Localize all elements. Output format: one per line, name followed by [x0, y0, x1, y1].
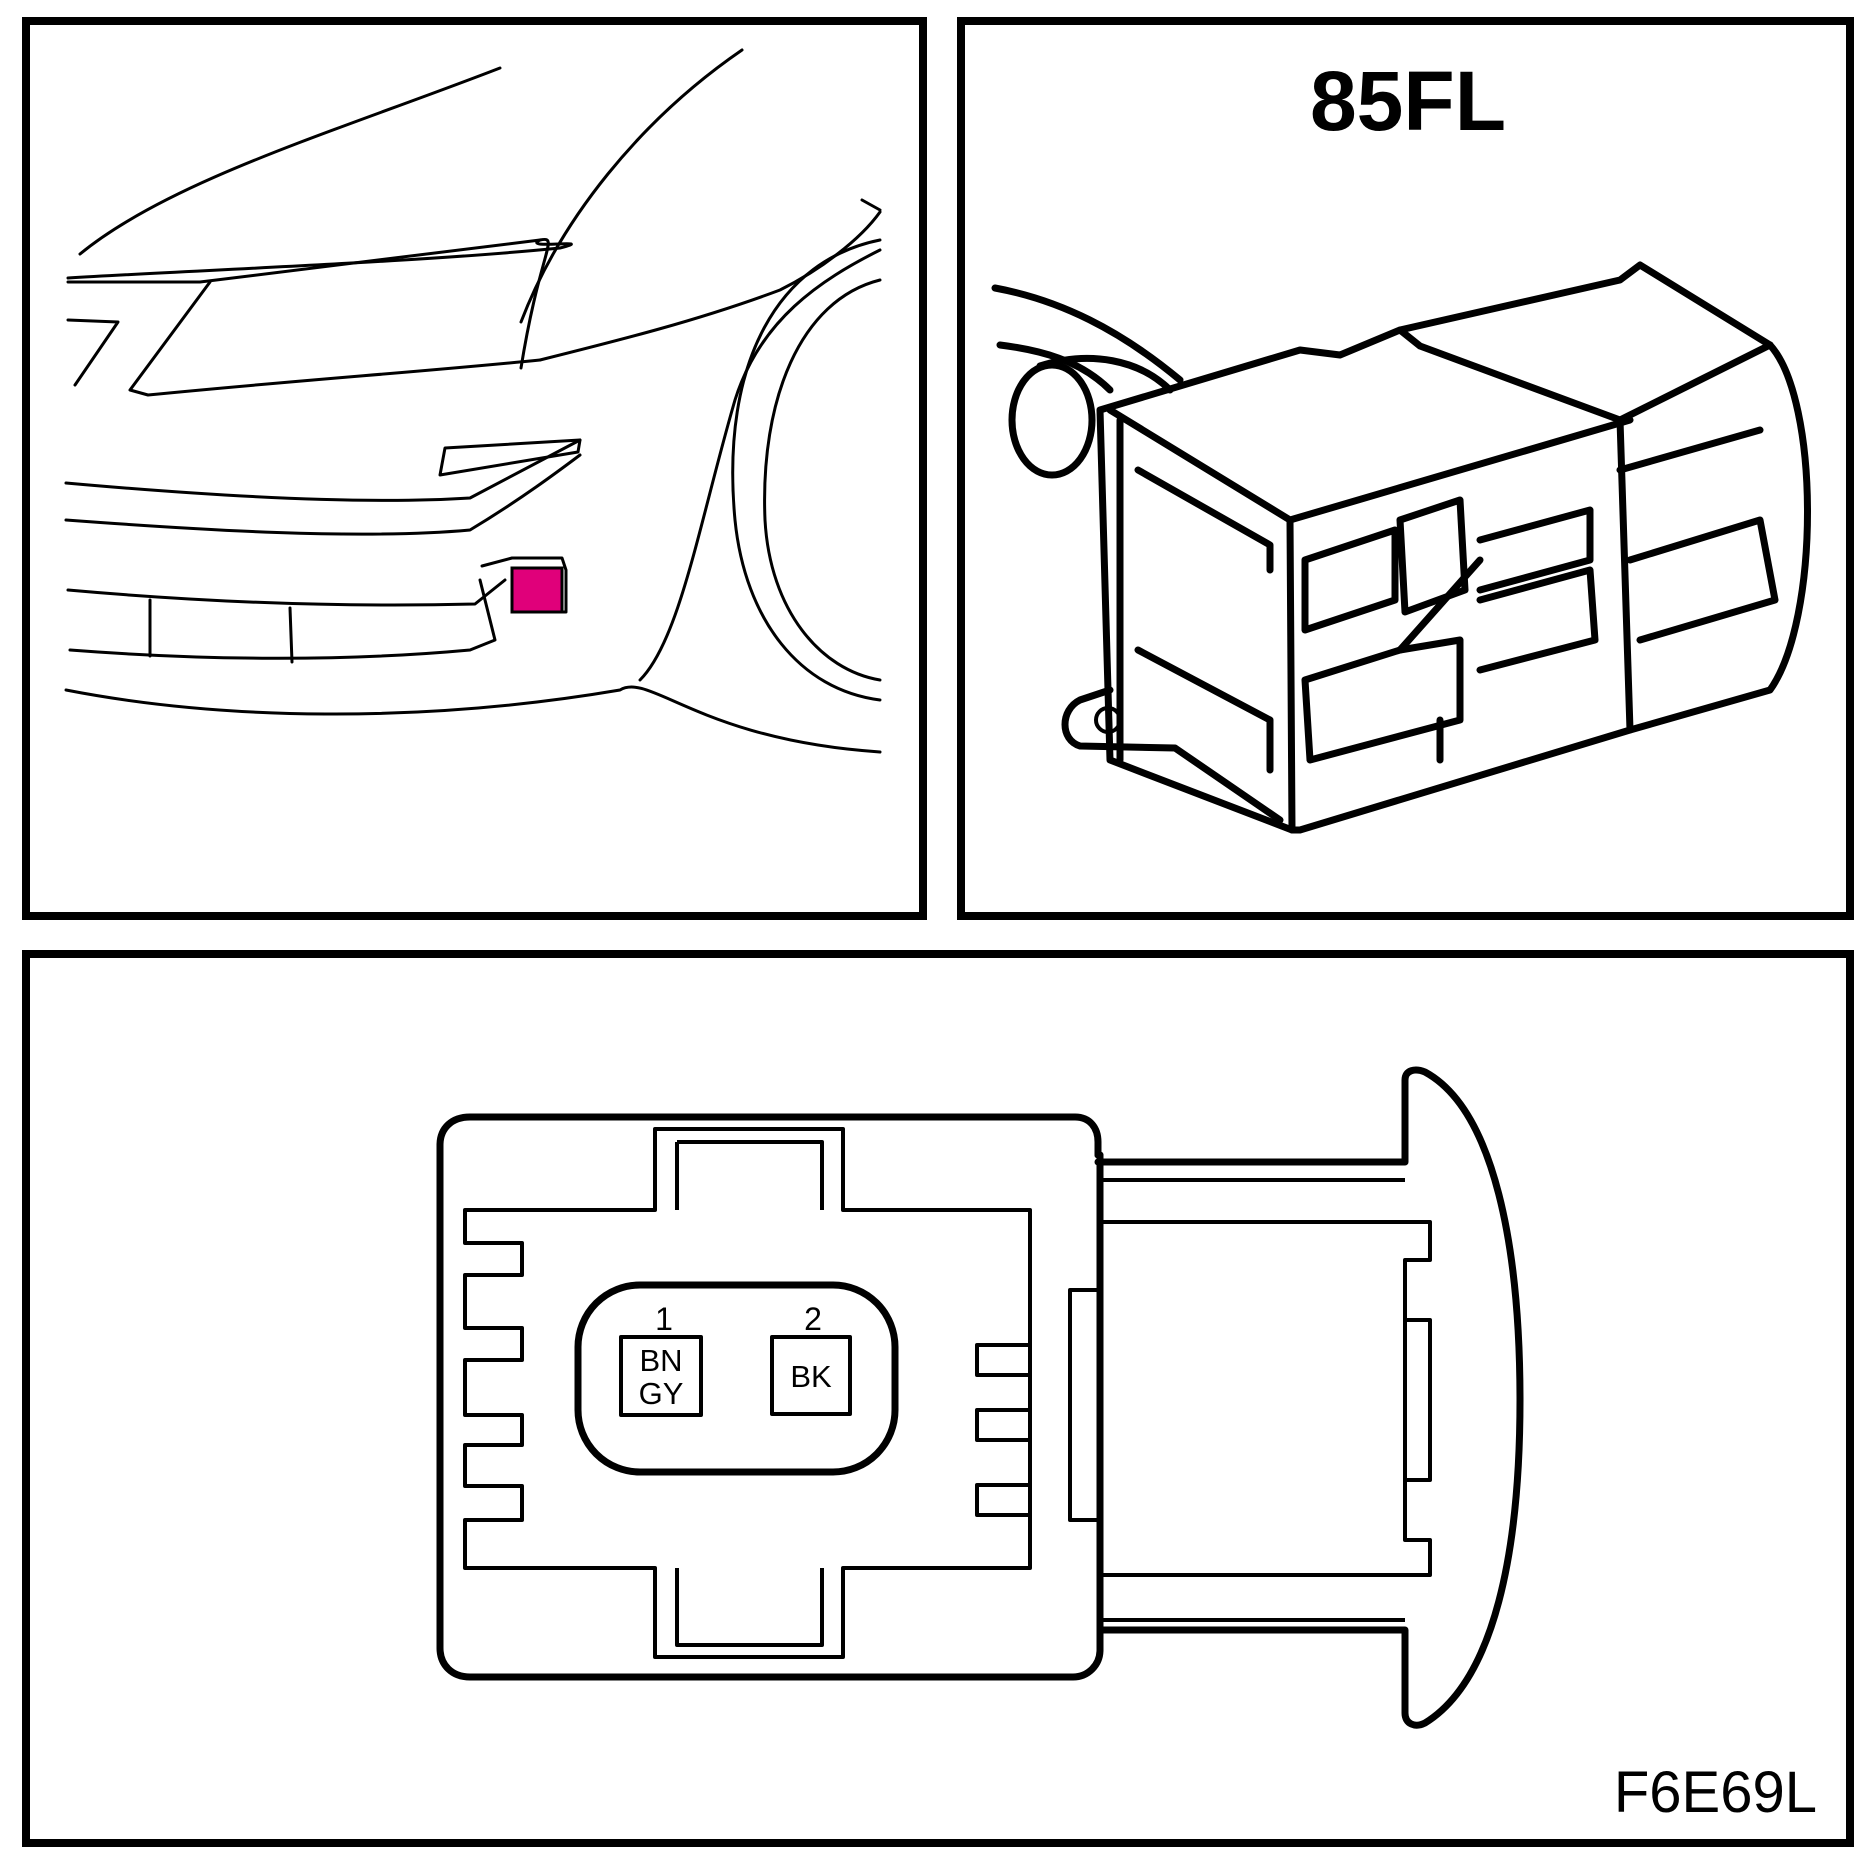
- figure-code-label: F6E69L: [1614, 1760, 1817, 1825]
- car-front-illustration: [64, 48, 882, 754]
- pin-2-terminal: [770, 1335, 852, 1416]
- pin-2: 2 BK: [770, 1301, 852, 1416]
- pin-1-terminal: [619, 1335, 703, 1417]
- pin-number-2: 2: [804, 1301, 822, 1337]
- connector-3d-drawing: [991, 261, 1811, 834]
- connector-location-highlight: [510, 566, 564, 614]
- pin-1: 1 BN GY: [619, 1301, 703, 1417]
- vehicle-panel-border: [22, 17, 927, 920]
- pinout-panel-border: [22, 950, 1854, 1847]
- pin-1-wire-color-2: GY: [639, 1376, 684, 1411]
- connector-face-panel: 1 BN GY 2 BK F6E69L: [22, 950, 1854, 1847]
- pin-1-wire-color-1: BN: [639, 1343, 682, 1378]
- connector-face-drawing: [436, 1066, 1524, 1729]
- connector-perspective-panel: 85FL: [957, 17, 1854, 920]
- pin-number-1: 1: [655, 1301, 673, 1337]
- connector-id-label: 85FL: [1310, 54, 1506, 148]
- pin-2-wire-color-1: BK: [790, 1359, 832, 1394]
- vehicle-location-panel: [22, 17, 927, 920]
- connector-panel-border: [957, 17, 1854, 920]
